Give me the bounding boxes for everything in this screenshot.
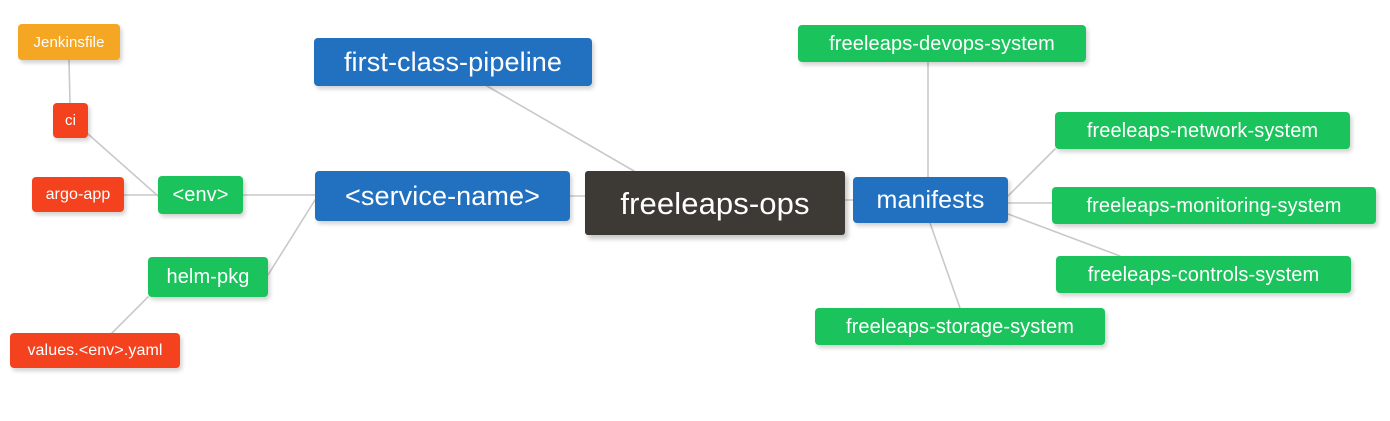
node-freeleaps-ops[interactable]: freeleaps-ops xyxy=(585,171,845,235)
node-label: argo-app xyxy=(45,185,111,203)
node-first-class-pipeline[interactable]: first-class-pipeline xyxy=(314,38,592,86)
node-label: Jenkinsfile xyxy=(33,33,105,51)
node-label: helm-pkg xyxy=(166,266,250,288)
node-freeleaps-controls-system[interactable]: freeleaps-controls-system xyxy=(1056,256,1351,293)
node-label: freeleaps-controls-system xyxy=(1087,263,1320,286)
node-argo-app[interactable]: argo-app xyxy=(32,177,124,212)
edge-helm-pkg-to-values-yaml xyxy=(111,296,149,334)
edge-manifests-to-freeleaps-network-system xyxy=(1007,148,1056,197)
node-service-name[interactable]: <service-name> xyxy=(315,171,570,221)
node-label: freeleaps-devops-system xyxy=(829,32,1055,55)
node-values-yaml[interactable]: values.<env>.yaml xyxy=(10,333,180,368)
edge-jenkinsfile-to-ci xyxy=(68,59,71,104)
edge-manifests-to-freeleaps-storage-system xyxy=(929,222,961,309)
edge-first-class-pipeline-to-freeleaps-ops xyxy=(486,85,635,172)
node-label: freeleaps-network-system xyxy=(1086,119,1319,142)
node-manifests[interactable]: manifests xyxy=(853,177,1008,223)
node-label: values.<env>.yaml xyxy=(27,341,163,359)
node-jenkinsfile[interactable]: Jenkinsfile xyxy=(18,24,120,60)
node-label: <env> xyxy=(172,184,229,206)
node-freeleaps-devops-system[interactable]: freeleaps-devops-system xyxy=(798,25,1086,62)
edge-service-name-to-helm-pkg xyxy=(267,199,316,276)
node-ci[interactable]: ci xyxy=(53,103,88,138)
node-label: freeleaps-monitoring-system xyxy=(1086,194,1342,217)
node-label: manifests xyxy=(876,185,985,214)
node-label: <service-name> xyxy=(345,180,540,211)
node-helm-pkg[interactable]: helm-pkg xyxy=(148,257,268,297)
node-freeleaps-monitoring-system[interactable]: freeleaps-monitoring-system xyxy=(1052,187,1376,224)
node-label: freeleaps-ops xyxy=(620,185,810,221)
node-freeleaps-network-system[interactable]: freeleaps-network-system xyxy=(1055,112,1350,149)
node-label: freeleaps-storage-system xyxy=(845,315,1075,338)
node-freeleaps-storage-system[interactable]: freeleaps-storage-system xyxy=(815,308,1105,345)
node-label: ci xyxy=(64,112,77,129)
node-label: first-class-pipeline xyxy=(343,46,563,77)
node-env[interactable]: <env> xyxy=(158,176,243,214)
